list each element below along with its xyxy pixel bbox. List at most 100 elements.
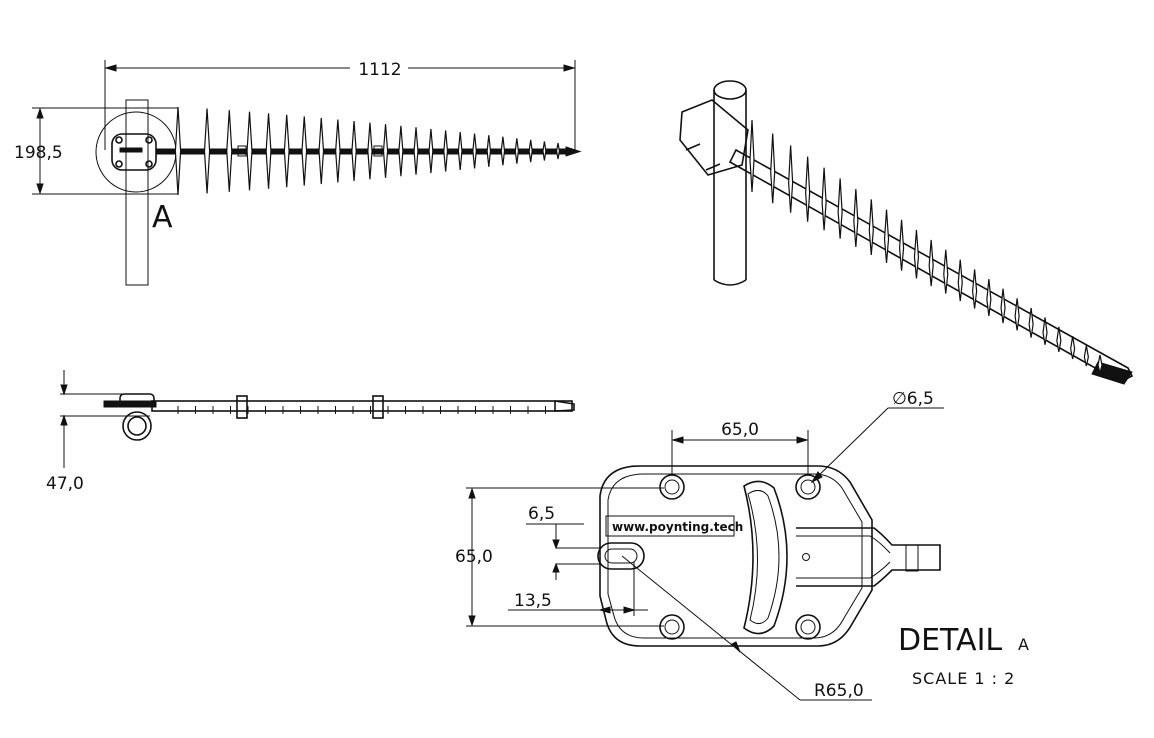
dipole-element xyxy=(528,139,533,163)
boom-end-cap xyxy=(554,400,575,412)
arrow-head xyxy=(731,641,741,653)
boom-clip-side xyxy=(236,395,248,419)
iso-dipole-element xyxy=(986,279,992,316)
arrow-head xyxy=(552,539,560,550)
detail-view: www.poynting.tech 65,0 ∅6,5 65,0 6,5 xyxy=(455,389,1030,701)
dipole-element xyxy=(335,119,341,183)
iso-dipole-element xyxy=(837,178,843,239)
arrow-head xyxy=(796,436,809,444)
dimension-overall-length: 1112 xyxy=(358,60,401,80)
element-stubs xyxy=(177,406,546,414)
bolt-hole-inner xyxy=(664,479,680,495)
iso-dipole-element xyxy=(770,133,776,204)
leader-line xyxy=(811,407,889,483)
dipole-element xyxy=(174,106,182,196)
arrow-head xyxy=(36,107,44,119)
dimension-plate-height: 65,0 xyxy=(455,547,493,567)
mast-pole xyxy=(125,99,149,286)
iso-dipole-element xyxy=(898,219,905,271)
bolt-hole xyxy=(145,136,153,144)
detail-letter: A xyxy=(1018,635,1030,654)
detail-plate-outline xyxy=(599,465,873,647)
iso-dipole-element xyxy=(957,259,963,302)
dimension-slot-offset: 13,5 xyxy=(514,591,552,611)
iso-dipole-element xyxy=(913,229,920,279)
iso-dipole-element xyxy=(788,145,794,213)
boom-clip-side xyxy=(372,395,384,419)
mount-bolts xyxy=(103,400,157,408)
arrow-head xyxy=(468,487,476,499)
bolt-hole-bottom-right xyxy=(795,614,821,640)
iso-dipole-element xyxy=(1070,336,1076,360)
iso-mast xyxy=(713,90,747,280)
detail-clip xyxy=(905,544,919,572)
detail-plate-inner xyxy=(607,473,863,639)
detail-center-hole xyxy=(802,553,810,561)
dimension-height: 198,5 xyxy=(14,143,63,163)
dipole-element xyxy=(301,116,308,186)
dimension-hole-diameter: ∅6,5 xyxy=(892,389,934,409)
iso-dipole-elements xyxy=(749,119,1103,374)
dipole-element xyxy=(457,131,463,171)
dipole-element xyxy=(246,111,253,191)
arrow-head xyxy=(810,471,823,484)
detail-marker: A xyxy=(152,200,173,235)
dipole-element xyxy=(351,121,357,181)
iso-dipole-element xyxy=(1014,298,1020,331)
dipole-element xyxy=(318,117,325,185)
iso-boom-tip xyxy=(1091,361,1133,385)
iso-dipole-element xyxy=(1056,326,1062,353)
small-slot-inner xyxy=(604,548,638,564)
front-view: 1112 198,5 A xyxy=(14,60,582,286)
curved-slot-inner xyxy=(747,490,780,624)
iso-dipole-element xyxy=(749,119,755,193)
iso-dipole-element xyxy=(821,167,827,231)
iso-dipole-element xyxy=(1000,288,1006,324)
brand-plate xyxy=(119,147,143,153)
pole-section xyxy=(127,416,147,436)
detail-scale: SCALE 1 : 2 xyxy=(912,669,1015,688)
iso-dipole-element xyxy=(943,249,949,294)
dipole-element xyxy=(413,127,419,175)
radius-leader xyxy=(621,555,801,701)
iso-bolt xyxy=(685,143,701,151)
dimension-hole-spacing: 65,0 xyxy=(721,420,759,440)
bolt-hole-inner xyxy=(800,479,816,495)
boom-tip xyxy=(565,146,582,157)
detail-arm-inner xyxy=(796,535,891,579)
dipole-element xyxy=(398,125,404,177)
iso-dipole-element xyxy=(868,199,874,256)
dipole-element xyxy=(514,138,520,164)
bolt-hole-inner xyxy=(800,619,816,635)
bolt-hole-inner xyxy=(664,619,680,635)
boom-clip xyxy=(373,145,383,157)
iso-dipole-element xyxy=(1097,354,1103,374)
iso-dipole-element xyxy=(1028,307,1034,338)
iso-mount-plate xyxy=(679,99,749,176)
iso-bolt xyxy=(705,163,721,171)
dipole-element xyxy=(555,142,561,160)
dipole-element xyxy=(472,133,477,169)
curved-slot xyxy=(743,480,788,635)
boom-clip xyxy=(237,145,247,157)
pole-clamp xyxy=(122,411,152,441)
side-view: 47,0 xyxy=(46,370,575,494)
iso-dipole-element xyxy=(853,188,859,247)
dipole-element xyxy=(443,130,449,172)
iso-dipole-element xyxy=(972,269,978,309)
iso-mast-top xyxy=(713,80,747,100)
small-slot xyxy=(597,542,645,570)
iso-dipole-element xyxy=(805,156,811,222)
iso-dipole-element xyxy=(928,239,934,287)
iso-dipole-element xyxy=(883,209,890,263)
boom-side xyxy=(151,400,573,412)
arrow-head xyxy=(60,414,68,426)
dipole-element xyxy=(226,110,233,192)
detail-boom-arms xyxy=(796,527,941,587)
bolt-hole-bottom-left xyxy=(659,614,685,640)
bolt-hole-top-left xyxy=(659,474,685,500)
iso-dipole-element xyxy=(1083,345,1089,367)
dipole-element xyxy=(265,113,272,189)
dipole-element xyxy=(486,135,492,167)
